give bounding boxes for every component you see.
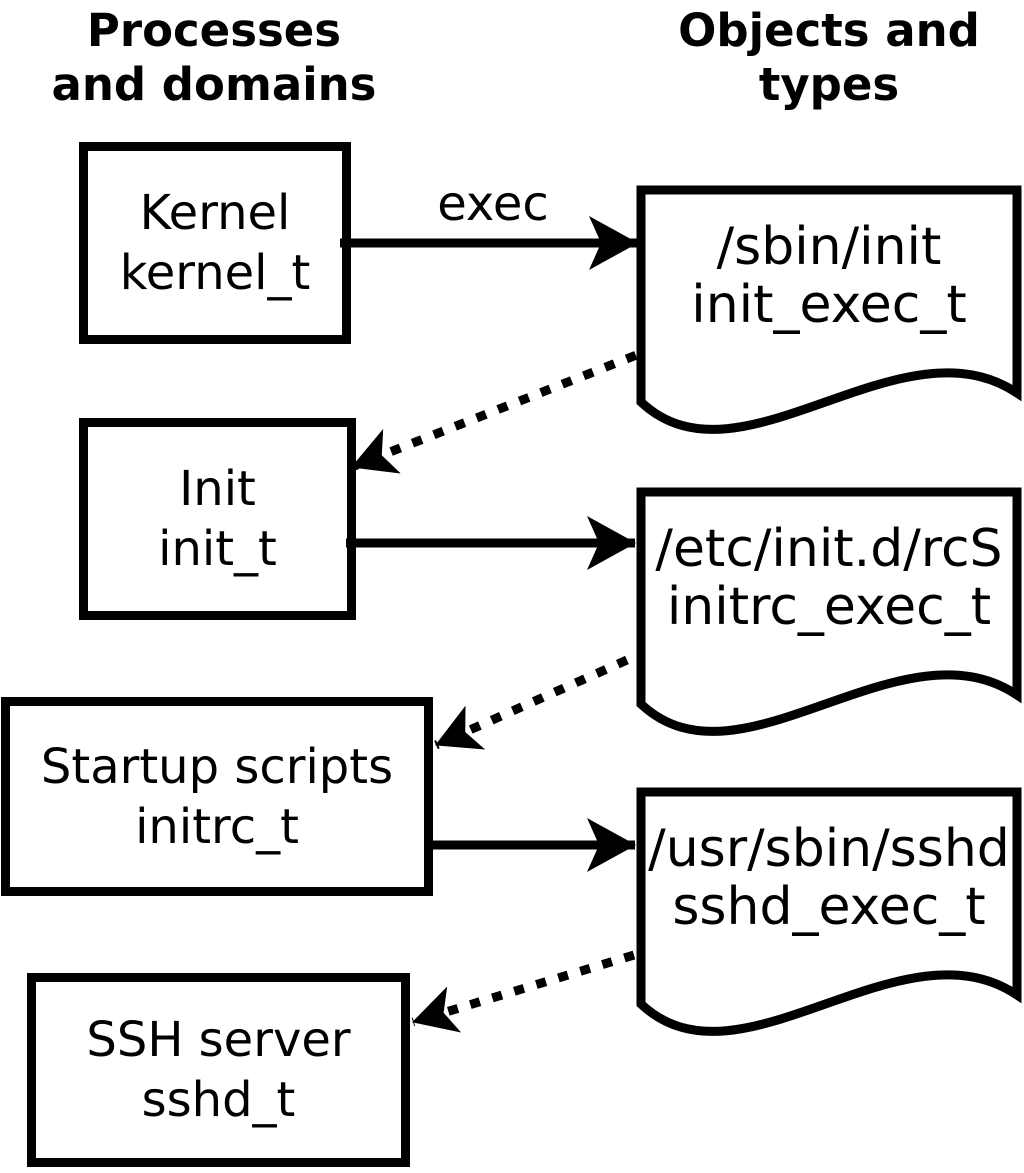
process-name: Init (179, 461, 256, 517)
object-label-etc-initd-rcs: /etc/init.d/rcS initrc_exec_t (641, 492, 1017, 664)
process-name: SSH server (86, 1012, 351, 1068)
process-box-kernel: Kernel kernel_t (79, 142, 351, 344)
object-label-sbin-init: /sbin/init init_exec_t (641, 190, 1017, 362)
object-path: /usr/sbin/sshd (648, 819, 1010, 879)
process-domain: init_t (158, 521, 277, 577)
object-path: /sbin/init (716, 217, 942, 277)
object-label-usr-sbin-sshd: /usr/sbin/sshd sshd_exec_t (641, 792, 1017, 964)
process-domain: sshd_t (141, 1072, 296, 1128)
object-type: init_exec_t (691, 275, 967, 335)
process-name: Startup scripts (40, 738, 394, 795)
column-header-processes: Processes and domains (51, 4, 377, 111)
process-box-startup-scripts: Startup scripts initrc_t (1, 697, 433, 896)
process-box-ssh-server: SSH server sshd_t (27, 973, 410, 1167)
process-name: Kernel (139, 185, 291, 241)
process-domain: kernel_t (119, 245, 311, 301)
object-type: sshd_exec_t (672, 877, 986, 937)
column-header-objects: Objects and types (678, 4, 980, 111)
object-type: initrc_exec_t (666, 577, 992, 637)
process-domain: initrc_t (135, 798, 299, 855)
exec-arrow-label: exec (437, 176, 549, 232)
object-path: /etc/init.d/rcS (655, 519, 1003, 579)
process-box-init: Init init_t (79, 418, 356, 620)
